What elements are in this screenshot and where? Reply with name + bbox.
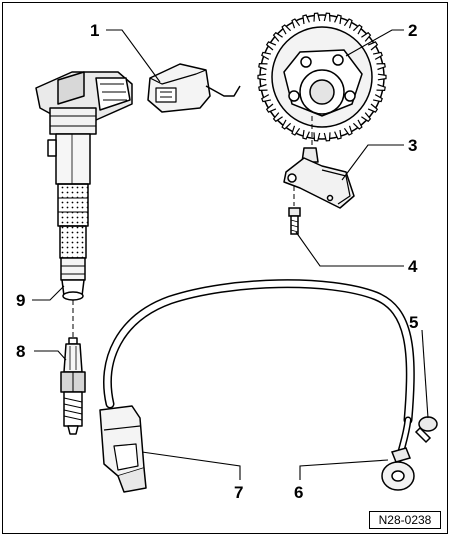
sprocket-tooth: [372, 51, 383, 60]
sprocket-tooth: [261, 94, 272, 103]
callout-2: 2: [408, 21, 417, 40]
sprocket-tooth: [313, 132, 321, 142]
bolt-4: [288, 207, 301, 235]
sprocket-tooth: [258, 83, 268, 92]
sprocket-tooth: [281, 24, 292, 35]
diagram-frame: [2, 2, 448, 534]
sprocket-tooth: [361, 112, 372, 123]
callout-7: 7: [234, 483, 243, 502]
sprocket-tooth: [343, 125, 353, 136]
leader-lines: [32, 29, 429, 480]
callout-6: 6: [294, 483, 303, 502]
knock-sensor: [381, 447, 415, 491]
callout-4: 4: [408, 257, 418, 276]
sprocket-tooth: [291, 18, 301, 29]
callout-3: 3: [408, 136, 417, 155]
sprocket-tooth: [302, 129, 310, 140]
sprocket-tooth: [272, 112, 283, 123]
sprocket-tooth: [352, 24, 363, 35]
knock-sensor-cable: [103, 279, 415, 460]
sprocket-tooth: [313, 12, 321, 22]
sprocket-tooth: [258, 62, 268, 71]
sprocket-tooth: [261, 51, 272, 60]
sprocket-tooth: [367, 41, 379, 51]
sprocket-tooth: [281, 119, 292, 130]
bolt-5: [414, 416, 438, 444]
sensor-connector: [147, 63, 241, 113]
callout-1: 1: [90, 21, 99, 40]
sprocket-tooth: [323, 132, 331, 142]
sprocket-tooth: [361, 31, 372, 42]
camshaft-sprocket: [257, 12, 387, 142]
sprocket-tooth: [302, 14, 310, 25]
sprocket-tooth: [291, 125, 301, 136]
reference-code: N28-0238: [369, 511, 441, 529]
sprocket-tooth: [265, 103, 277, 113]
sprocket-tooth: [334, 14, 342, 25]
cable-connector: [99, 405, 147, 493]
callout-5: 5: [409, 313, 418, 332]
sprocket-tooth: [257, 73, 267, 81]
sprocket-tooth: [367, 103, 379, 113]
sprocket-tooth: [272, 31, 283, 42]
sprocket-tooth: [352, 119, 363, 130]
hall-sender: [283, 147, 355, 209]
sprocket-tooth: [376, 83, 386, 92]
sprocket-tooth: [334, 129, 342, 140]
sprocket-tooth: [377, 73, 387, 81]
ignition-coil: [35, 71, 133, 301]
spark-plug: [60, 337, 86, 435]
callout-9: 9: [16, 291, 25, 310]
sprocket-tooth: [323, 12, 331, 22]
sprocket-tooth: [265, 41, 277, 51]
sprocket-tooth: [343, 18, 353, 29]
callout-8: 8: [16, 342, 25, 361]
sprocket-tooth: [372, 94, 383, 103]
sprocket-tooth: [376, 62, 386, 71]
